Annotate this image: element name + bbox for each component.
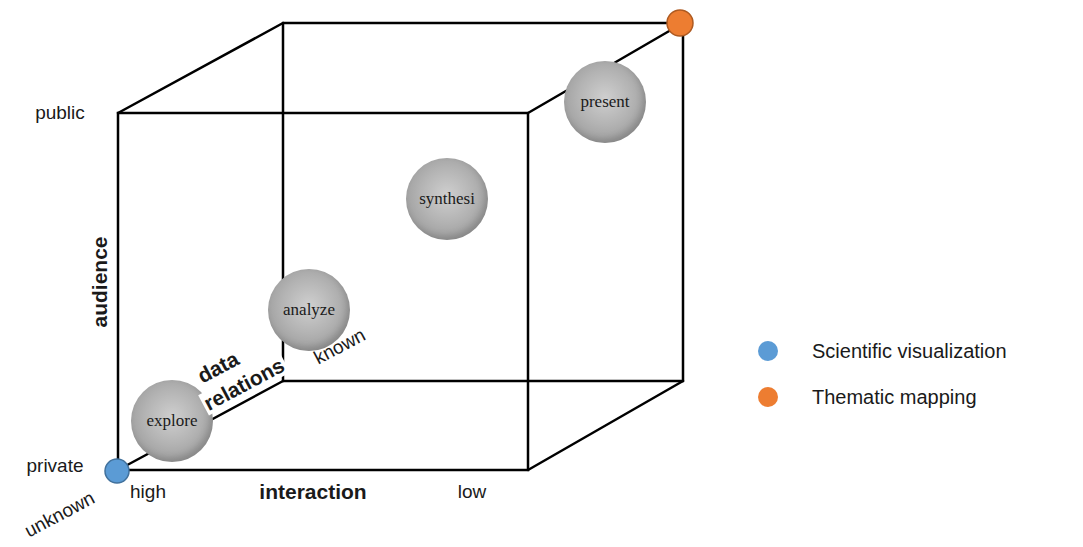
axis-end-label: low: [458, 482, 487, 503]
axis-end-label: high: [130, 482, 166, 503]
axis-end-label: private: [26, 456, 83, 477]
sphere-node: explore: [131, 380, 213, 462]
legend-swatch: [758, 341, 778, 361]
axis-end-label: public: [35, 103, 85, 124]
sphere-label: present: [580, 92, 629, 112]
sphere-node: present: [564, 61, 646, 143]
sphere-label: synthesi: [419, 189, 475, 209]
legend-text: Scientific visualization: [812, 341, 1007, 361]
sphere-node: synthesi: [406, 158, 488, 240]
legend-swatch: [758, 387, 778, 407]
axis-title: audience: [88, 236, 111, 327]
sphere-label: explore: [147, 411, 198, 431]
legend-text: Thematic mapping: [812, 387, 977, 407]
axis-title: interaction: [259, 480, 366, 503]
axis-end-label: unknown: [22, 488, 99, 542]
sphere-label: analyze: [283, 300, 335, 320]
